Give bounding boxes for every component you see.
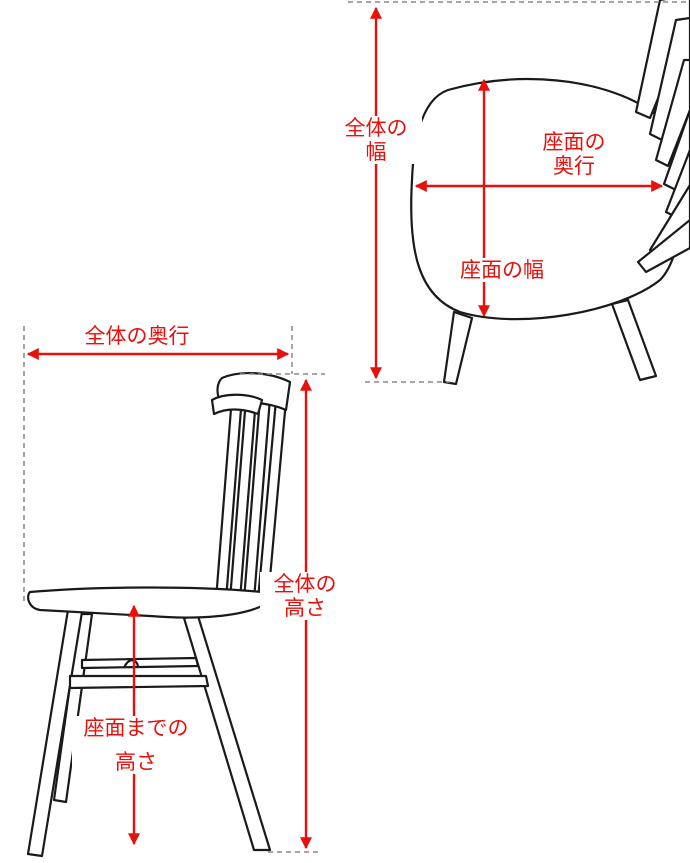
overall-height-label-line2: 高さ (284, 596, 326, 620)
overall-width-label-line2: 幅 (365, 140, 387, 164)
seat-depth-label-line2: 奥行 (553, 154, 595, 178)
overall-width-label: 全体の 幅 (330, 116, 422, 164)
seat-height-label: 座面までの 高さ (72, 716, 200, 774)
seat-depth-label: 座面の 奥行 (524, 130, 624, 178)
seat-width-label: 座面の幅 (446, 258, 558, 282)
overall-height-label-line1: 全体の (273, 572, 337, 596)
seat-depth-label-line1: 座面の (542, 130, 606, 154)
top-view-back-spindles (634, 0, 690, 274)
side-view-seat (27, 586, 264, 619)
top-view-guides (348, 1, 690, 383)
chair-side-view (26, 371, 292, 858)
seat-height-label-line1: 座面までの (83, 716, 189, 740)
overall-depth-label-text: 全体の奥行 (84, 324, 190, 348)
overall-height-label: 全体の 高さ (260, 572, 350, 620)
top-view-leg-left (442, 310, 474, 386)
overall-depth-label: 全体の奥行 (62, 324, 212, 348)
seat-height-label-line2: 高さ (115, 750, 157, 774)
overall-width-label-line1: 全体の (344, 116, 408, 140)
seat-width-label-text: 座面の幅 (460, 258, 544, 282)
side-view-guides (23, 326, 325, 853)
side-view-back-spindles (214, 394, 288, 602)
side-view-stretcher-lower (68, 674, 210, 690)
chair-top-view (410, 0, 690, 386)
side-view-stretcher-upper (80, 656, 200, 670)
top-view-leg-right (610, 298, 658, 382)
